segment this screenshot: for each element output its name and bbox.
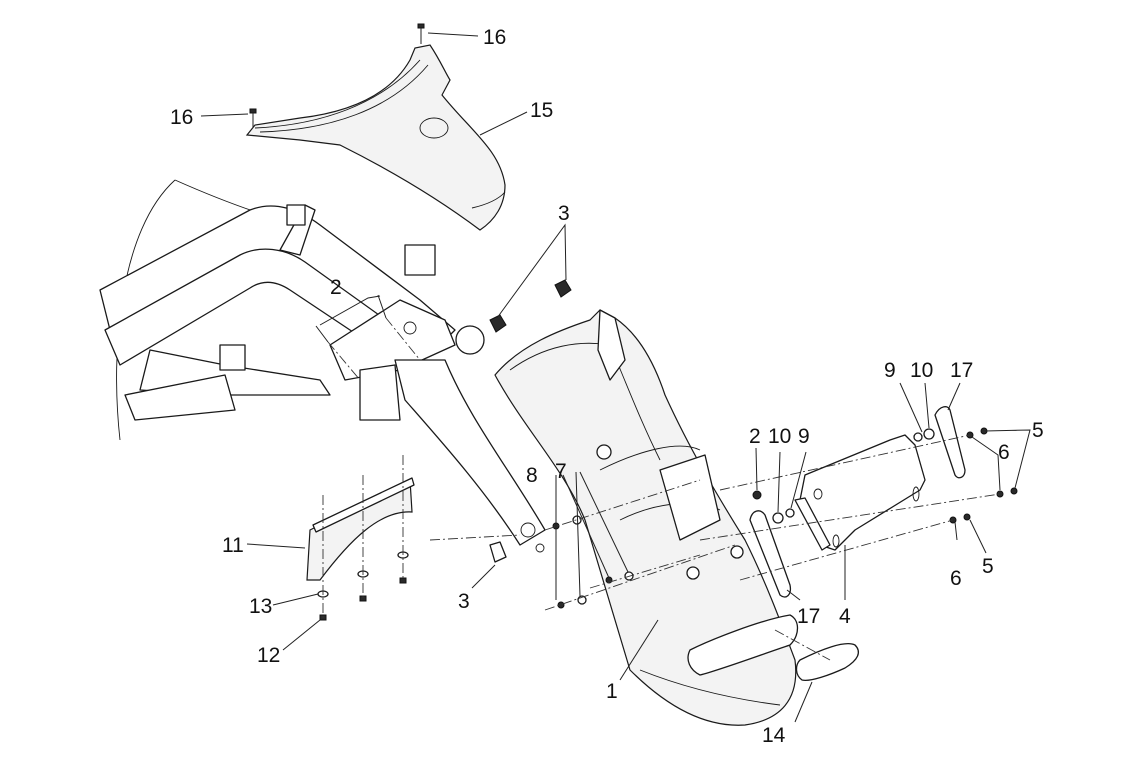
part-1-rear-mudguard: [494, 309, 799, 726]
callout-11: 11: [222, 534, 244, 557]
washer-icon: [923, 428, 935, 440]
leader-lines: [200, 32, 1031, 723]
part-3-clip-nuts: [489, 279, 572, 563]
callout-12: 12: [257, 644, 280, 667]
callout-15: 15: [530, 99, 553, 122]
nut-icon: [996, 490, 1004, 498]
rear-frame: [99, 204, 546, 553]
screw-icon: [417, 23, 425, 44]
frame-tube-end: [455, 325, 485, 355]
clip-nut-icon: [489, 314, 507, 333]
part-15-rear-cover: [245, 44, 506, 231]
washer-icon: [785, 508, 795, 518]
callout-5: 5: [982, 555, 994, 578]
screw-icon: [752, 490, 762, 500]
small-fasteners: [317, 427, 1018, 621]
screw-icon: [399, 577, 407, 584]
callout-13: 13: [249, 595, 272, 618]
callout-2: 2: [330, 276, 342, 299]
callout-3: 3: [458, 590, 470, 613]
screw-icon: [249, 108, 257, 128]
part-4-license-plate-holder: [794, 434, 926, 551]
part-2-frame-screws: [315, 294, 421, 381]
nut-icon: [557, 601, 565, 609]
part-11-splash-flap: [306, 477, 415, 581]
part-16-screws: [249, 23, 425, 128]
callout-4: 4: [839, 605, 851, 628]
clip-nut-icon: [554, 279, 572, 298]
callout-3: 3: [558, 202, 570, 225]
callout-17: 17: [950, 359, 973, 382]
callout-8: 8: [526, 464, 538, 487]
frame-bracket-left: [219, 344, 246, 371]
callout-16: 16: [483, 26, 506, 49]
callout-6: 6: [998, 441, 1010, 464]
clip-nut-icon: [489, 541, 507, 563]
part-14-reflector: [774, 629, 859, 681]
frame-plate: [329, 299, 456, 381]
callout-5: 5: [1032, 419, 1044, 442]
washer-icon: [913, 432, 923, 442]
callout-9: 9: [884, 359, 896, 382]
frame-bracket-top: [286, 204, 306, 226]
callout-7: 7: [555, 460, 567, 483]
screw-icon: [963, 513, 971, 521]
callout-14: 14: [762, 724, 786, 747]
part-17-reflector-pads: [749, 406, 966, 598]
callout-labels: 16 16 15 3 2 9 10 17 5 6 2 10 9 8 7 11 1…: [170, 26, 1044, 747]
callout-17: 17: [797, 605, 820, 628]
callout-2: 2: [749, 425, 761, 448]
frame-bracket-right: [404, 244, 436, 276]
washer-icon: [772, 512, 784, 524]
callout-6: 6: [950, 567, 962, 590]
callout-10: 10: [910, 359, 933, 382]
screw-icon: [1010, 487, 1018, 495]
callout-16: 16: [170, 106, 193, 129]
callout-1: 1: [606, 680, 618, 703]
callout-9: 9: [798, 425, 810, 448]
callout-10: 10: [768, 425, 791, 448]
